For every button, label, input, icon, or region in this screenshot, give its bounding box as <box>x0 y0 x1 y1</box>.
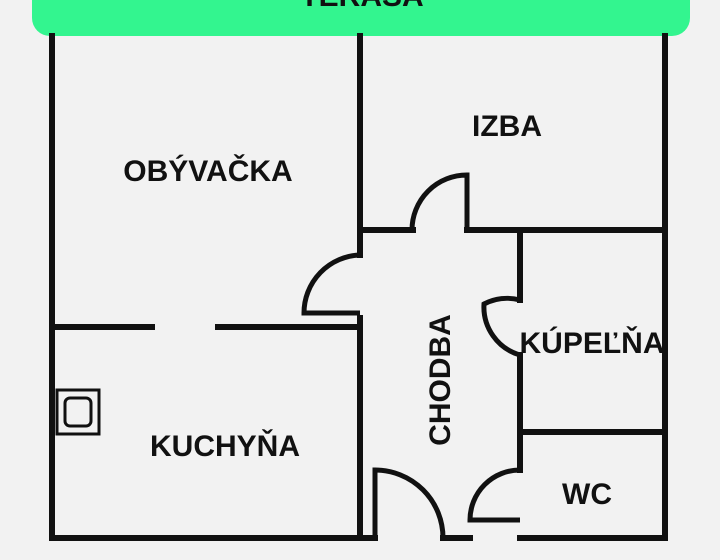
room-label-kitchen: KUCHYŇA <box>150 429 300 463</box>
room-label-hallway: CHODBA <box>424 314 457 446</box>
stove-burner <box>63 396 93 428</box>
stove-icon <box>55 388 101 436</box>
terrace-banner: TERASA <box>32 0 690 36</box>
door-wc <box>467 467 521 523</box>
door-entrance <box>372 467 446 539</box>
room-label-bathroom: KÚPEĽŇA <box>519 326 664 360</box>
doors <box>301 172 521 539</box>
room-label-wc: WC <box>562 478 612 511</box>
door-bathroom <box>481 295 521 358</box>
terrace-label: TERASA <box>300 0 423 13</box>
room-label-room: IZBA <box>472 110 542 143</box>
room-label-living-room: OBÝVAČKA <box>123 154 292 188</box>
walls <box>49 33 668 541</box>
door-room <box>409 172 470 231</box>
terrace-area <box>32 0 690 36</box>
door-living-room <box>301 252 361 316</box>
